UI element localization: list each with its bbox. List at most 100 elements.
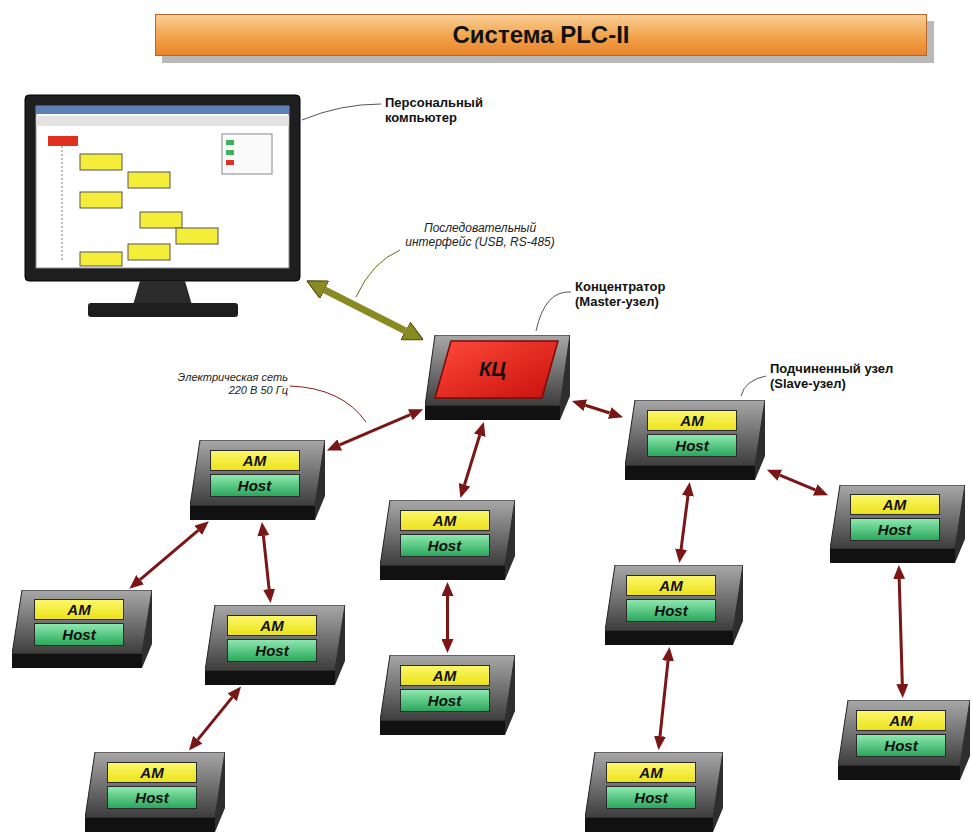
slab-front bbox=[605, 631, 733, 645]
unit-module-stack: AM Host bbox=[609, 569, 733, 627]
slab-side bbox=[215, 752, 225, 832]
leader-line bbox=[741, 376, 766, 396]
slab-top bbox=[625, 400, 765, 466]
unit-module-stack: AMHost bbox=[89, 756, 215, 814]
slab-front bbox=[585, 818, 713, 832]
slab-front bbox=[190, 506, 315, 520]
slab-top bbox=[205, 605, 345, 671]
concentrator-node: КЦ bbox=[425, 335, 570, 420]
slave-node: AMHost bbox=[380, 500, 515, 580]
slab-top bbox=[425, 335, 570, 406]
hub-text-area: КЦ bbox=[437, 341, 548, 398]
slab-side bbox=[955, 485, 965, 563]
slab-top bbox=[830, 485, 965, 549]
host-module: Host bbox=[400, 689, 490, 712]
slab-side bbox=[142, 590, 152, 668]
slab-front bbox=[838, 766, 960, 780]
am-module: AM bbox=[400, 510, 490, 531]
screen-tree-line bbox=[62, 146, 63, 262]
slab-top bbox=[190, 440, 325, 506]
am-module: AM bbox=[647, 410, 737, 431]
slab-top bbox=[85, 752, 225, 818]
slab-top bbox=[380, 500, 515, 566]
powerline-link-arrow bbox=[681, 496, 688, 549]
slab-front bbox=[625, 466, 755, 480]
am-module: AM bbox=[850, 494, 940, 515]
unit-module-stack: AMHost bbox=[384, 504, 505, 562]
powerline-link-arrow bbox=[263, 536, 269, 589]
host-module: Host bbox=[856, 734, 946, 757]
unit-module-stack: AM Host bbox=[589, 756, 713, 814]
callout-label: Подчиненный узел (Slave-узел) bbox=[770, 361, 920, 391]
screen-item bbox=[80, 192, 122, 208]
slab-side bbox=[713, 752, 723, 832]
monitor-bezel bbox=[25, 95, 300, 281]
host-module: Host bbox=[227, 639, 317, 662]
slab-top bbox=[380, 655, 515, 721]
title-band: Система PLC-II bbox=[155, 14, 927, 56]
host-module: Host bbox=[606, 786, 696, 809]
powerline-link-arrow bbox=[340, 415, 411, 445]
slab-front bbox=[380, 721, 505, 735]
hub-name: КЦ bbox=[479, 358, 506, 381]
slab-side bbox=[733, 565, 743, 645]
slab-front bbox=[830, 549, 955, 563]
slab-front bbox=[425, 406, 560, 420]
screen-item bbox=[128, 244, 170, 260]
monitor-neck bbox=[133, 281, 192, 305]
slave-node: AM Host bbox=[585, 752, 723, 832]
unit-module-stack: AMHost bbox=[842, 704, 960, 762]
screen-legend-mark bbox=[226, 140, 234, 145]
powerline-link-arrow bbox=[585, 405, 609, 413]
callout-label: Концентратор (Master-узел) bbox=[575, 279, 715, 309]
unit-module-stack: AMHost bbox=[194, 444, 315, 502]
screen-item bbox=[48, 136, 78, 146]
powerline-link-arrow bbox=[198, 697, 232, 739]
unit-module-stack: AMHost bbox=[384, 659, 505, 717]
unit-module-stack: AM Host bbox=[209, 609, 335, 667]
host-module: Host bbox=[850, 518, 940, 541]
host-module: Host bbox=[626, 599, 716, 622]
powerline-link-arrow bbox=[465, 435, 480, 484]
powerline-link-arrow bbox=[446, 596, 449, 639]
slave-node: AM Host bbox=[605, 565, 743, 645]
slab-side bbox=[960, 700, 970, 780]
link-label: Последовательный интерфейс (USB, RS-485) bbox=[405, 221, 555, 249]
am-module: AM bbox=[227, 615, 317, 636]
leader-line bbox=[290, 386, 366, 422]
slab-side bbox=[505, 500, 515, 580]
slave-node: AM Host bbox=[830, 485, 965, 563]
screen-legend-mark bbox=[226, 150, 234, 155]
powerline-link-arrow bbox=[899, 579, 902, 684]
slave-node: AM Host bbox=[205, 605, 345, 685]
leader-line bbox=[302, 104, 381, 120]
am-module: AM bbox=[626, 575, 716, 596]
slab-side bbox=[315, 440, 325, 520]
slab-front bbox=[380, 566, 505, 580]
screen-item bbox=[128, 172, 170, 188]
screen-item bbox=[80, 252, 122, 266]
slab-top bbox=[605, 565, 743, 631]
host-module: Host bbox=[210, 474, 300, 497]
slab-side bbox=[755, 400, 765, 480]
network-note: Электрическая сеть 220 В 50 Гц bbox=[168, 371, 288, 397]
slab-top bbox=[12, 590, 152, 654]
host-module: Host bbox=[34, 623, 124, 646]
screen-titlebar bbox=[36, 106, 289, 114]
slave-node: AMHost bbox=[380, 655, 515, 735]
screen-item bbox=[176, 228, 218, 244]
slab-front bbox=[205, 671, 335, 685]
slab-side bbox=[560, 335, 570, 420]
monitor-screen bbox=[36, 106, 289, 268]
slab-side bbox=[505, 655, 515, 735]
slab-top bbox=[585, 752, 723, 818]
serial-link-arrow bbox=[325, 290, 406, 331]
leader-line bbox=[356, 250, 400, 297]
monitor-base bbox=[88, 303, 238, 317]
am-module: AM bbox=[606, 762, 696, 783]
title-text: Система PLC-II bbox=[453, 21, 630, 49]
screen-item bbox=[140, 212, 182, 228]
am-module: AM bbox=[34, 599, 124, 620]
monitor bbox=[25, 95, 300, 317]
